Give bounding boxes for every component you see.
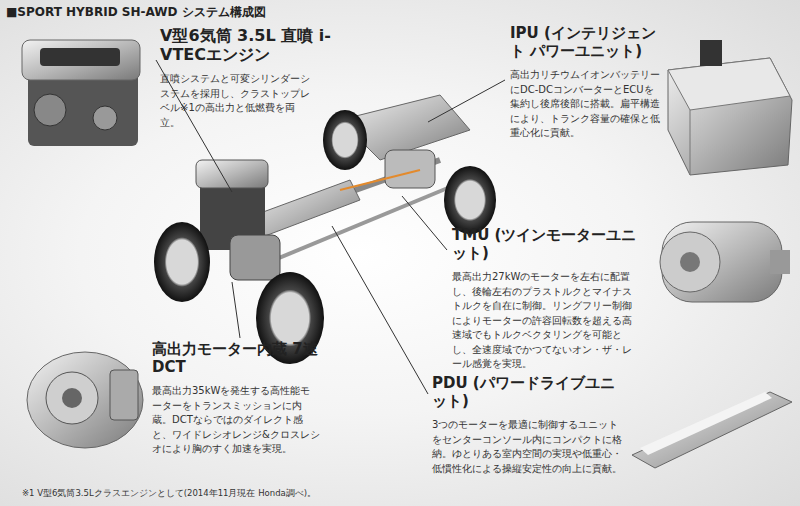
pdu-picture <box>632 392 792 468</box>
component-description: 最高出力35kWを発生する高性能モーターをトランスミッションに内蔵。DCTならで… <box>152 384 320 457</box>
component-heading: TMU (ツインモーターユニット) <box>452 226 642 262</box>
leader-line <box>232 282 240 338</box>
component-description: 3つのモーターを最適に制御するユニットをセンターコンソール内にコンパクトに格納。… <box>432 418 626 476</box>
callout-block: 高出力モーター内蔵 7速DCT 最高出力35kWを発生する高性能モーターをトランス… <box>152 340 332 457</box>
chassis-picture <box>154 95 496 364</box>
component-heading: IPU (インテリジェント パワーユニット) <box>510 24 662 60</box>
ipu-picture <box>668 40 792 175</box>
callout-block: V型6気筒 3.5L 直噴 i-VTECエンジン直噴システムと可変シリンダーシス… <box>160 26 375 130</box>
engine-picture <box>22 40 140 146</box>
component-description: 高出力リチウムイオンバッテリーにDC-DCコンバーターとECUを集約し後席後部に… <box>510 68 660 141</box>
diagram-title: ■SPORT HYBRID SH-AWD システム構成図 <box>6 4 266 21</box>
component-heading: PDU (パワードライブユニット) <box>432 374 628 410</box>
footnote: ※1 V型6気筒3.5Lクラスエンジンとして(2014年11月現在 Honda調… <box>22 488 316 500</box>
leader-line <box>402 196 447 250</box>
callout-block: PDU (パワードライブユニット) 3つのモーターを最適に制御するユニットをセンタ… <box>432 374 628 476</box>
leader-line <box>428 80 505 122</box>
leader-line <box>332 226 428 394</box>
callout-block: TMU (ツインモーターユニット) 最高出力27kWのモーターを左右に配置し、後輪… <box>452 226 642 372</box>
component-description: 最高出力27kWのモーターを左右に配置し、後輪左右のプラストルクとマイナストルク… <box>452 270 640 372</box>
dct-picture <box>27 352 143 448</box>
component-heading: V型6気筒 3.5L 直噴 i-VTECエンジン <box>160 26 375 64</box>
component-heading: 高出力モーター内蔵 7速DCT <box>152 340 332 376</box>
component-description: 直噴システムと可変シリンダーシステムを採用し、クラストップレベル※1の高出力と低… <box>160 72 312 130</box>
callout-block: IPU (インテリジェント パワーユニット) 高出力リチウムイオンバッテリーにDC… <box>510 24 662 141</box>
tmu-picture <box>660 222 790 302</box>
